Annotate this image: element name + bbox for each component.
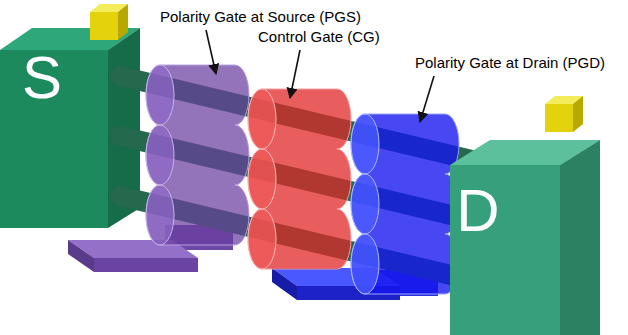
part-label: Control Gate (CG) bbox=[258, 29, 380, 46]
drain-contact-front bbox=[545, 104, 573, 132]
pgd-gate-end bbox=[351, 234, 379, 294]
pgd-gate-end bbox=[351, 114, 379, 174]
terminal-letter: D bbox=[456, 181, 499, 241]
source-contact-side bbox=[118, 4, 128, 40]
source-terminal: S bbox=[16, 44, 68, 112]
part-label: Polarity Gate at Source (PGS) bbox=[160, 9, 361, 26]
pgs-gate-end bbox=[146, 125, 174, 185]
cg-gate bbox=[248, 89, 351, 269]
source-contact-front bbox=[90, 12, 118, 40]
pgs-gate bbox=[146, 65, 249, 245]
drain-contact-side bbox=[573, 96, 583, 132]
pgs-gate-end bbox=[146, 65, 174, 125]
leader-arrow bbox=[420, 76, 434, 122]
pgs-pad-side bbox=[68, 240, 94, 272]
part-label: Polarity Gate at Drain (PGD) bbox=[415, 55, 605, 72]
cg-gate-end bbox=[248, 209, 276, 269]
pgs-gate-end bbox=[146, 185, 174, 245]
drain-side bbox=[560, 140, 600, 335]
pgs-pad-front bbox=[94, 258, 198, 272]
pgd-gate-end bbox=[351, 174, 379, 234]
leader-arrow bbox=[290, 50, 300, 98]
pgd-gate bbox=[351, 114, 459, 294]
terminal-letter: S bbox=[22, 48, 62, 108]
cg-gate-end bbox=[248, 149, 276, 209]
leader-arrow bbox=[206, 30, 216, 74]
drain-terminal: D bbox=[450, 177, 505, 245]
pgd-pad-side bbox=[272, 268, 297, 300]
drain-front bbox=[450, 165, 560, 335]
cg-gate-end bbox=[248, 89, 276, 149]
